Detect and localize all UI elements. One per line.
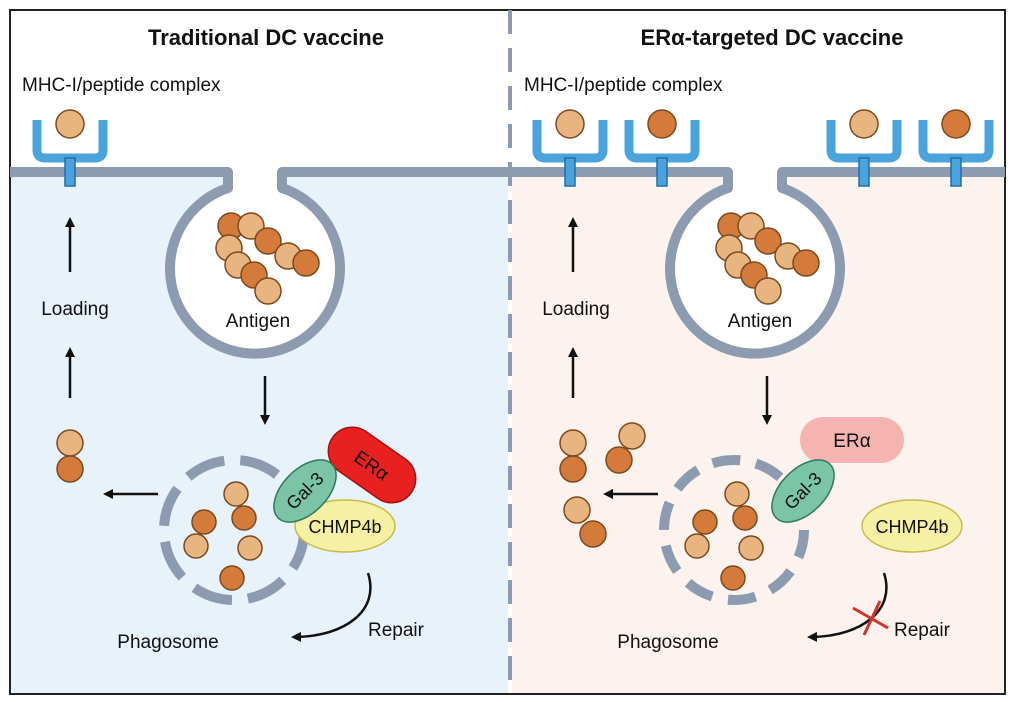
left-loading-label: Loading (41, 299, 109, 320)
mhc-receptor-right-4 (918, 109, 994, 187)
right-era-pill: ERα (800, 417, 904, 463)
plasma-membrane (10, 167, 1005, 359)
left-released-antigens (56, 429, 84, 483)
left-panel-title: Traditional DC vaccine (148, 25, 384, 50)
right-era-label: ERα (833, 431, 870, 452)
right-phagosome-label: Phagosome (617, 632, 718, 653)
repair-blocked-icon (852, 600, 889, 636)
mhc-receptor-right-3 (826, 109, 902, 187)
mhc-receptor-left-1 (32, 109, 108, 187)
left-mhc-label: MHC-I/peptide complex (22, 75, 221, 96)
left-era-pill: ERα (327, 426, 417, 504)
right-antigen-label: Antigen (728, 311, 792, 332)
right-phagosome (659, 455, 809, 605)
right-antigen-cluster (715, 212, 820, 305)
mhc-receptor-right-1 (532, 109, 608, 187)
mhc-receptor-right-2 (624, 109, 700, 187)
left-gal3-ellipse: Gal-3 (273, 459, 337, 523)
left-chmp4b-label: CHMP4b (308, 517, 381, 537)
right-chmp4b-ellipse: CHMP4b (861, 499, 963, 553)
right-released-antigens (559, 422, 646, 548)
figure-frame (9, 9, 1006, 695)
right-phagosome-antigens (684, 481, 764, 591)
right-chmp4b-label: CHMP4b (875, 517, 948, 537)
right-gal3-ellipse: Gal-3 (771, 459, 835, 523)
right-mhc-label: MHC-I/peptide complex (524, 75, 723, 96)
left-repair-arrow (291, 572, 372, 642)
right-repair-label: Repair (894, 620, 951, 641)
left-repair-label: Repair (368, 620, 425, 641)
left-antigen-cluster (215, 212, 320, 305)
right-loading-label: Loading (542, 299, 610, 320)
left-phagosome-antigens (183, 481, 263, 591)
left-chmp4b-ellipse: CHMP4b (294, 499, 396, 553)
left-phagosome-label: Phagosome (117, 632, 218, 653)
right-panel-title: ERα-targeted DC vaccine (641, 25, 904, 50)
left-antigen-label: Antigen (226, 311, 290, 332)
